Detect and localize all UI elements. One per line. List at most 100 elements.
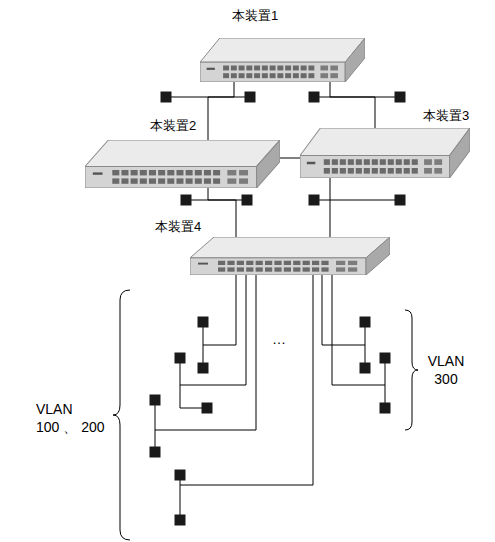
switch-port bbox=[303, 267, 310, 271]
switch-port bbox=[265, 267, 272, 271]
switch-port bbox=[227, 170, 236, 175]
switch-port bbox=[412, 168, 418, 174]
terminal bbox=[360, 363, 371, 374]
switch-port bbox=[239, 66, 245, 71]
switch-port bbox=[301, 66, 307, 71]
switch-device: 本装置4 bbox=[190, 237, 390, 275]
switch-port bbox=[285, 73, 291, 78]
switch-port bbox=[277, 73, 283, 78]
switch-port bbox=[336, 261, 345, 265]
switch-port bbox=[186, 170, 193, 175]
terminal bbox=[150, 395, 161, 406]
switch-port bbox=[274, 267, 281, 271]
switch-top bbox=[190, 237, 390, 258]
switch-port bbox=[364, 159, 370, 165]
switch-port bbox=[404, 159, 410, 165]
switch-side bbox=[366, 237, 390, 275]
host-bus bbox=[332, 275, 385, 408]
terminal bbox=[242, 195, 253, 206]
switch-port bbox=[320, 73, 328, 78]
switch-port bbox=[195, 178, 202, 183]
bracket bbox=[405, 310, 418, 430]
switch-port bbox=[364, 168, 370, 174]
switch-side bbox=[257, 140, 280, 188]
bus-line bbox=[314, 200, 400, 201]
terminal bbox=[395, 195, 406, 206]
switch-port bbox=[348, 168, 354, 174]
switch-port bbox=[285, 66, 291, 71]
switch-port bbox=[348, 267, 357, 271]
switch-side bbox=[450, 128, 470, 178]
terminal bbox=[309, 92, 320, 103]
switch-port bbox=[434, 159, 442, 165]
switch-port bbox=[321, 267, 328, 271]
terminal bbox=[175, 470, 186, 481]
switch-port bbox=[213, 178, 220, 183]
switch-port bbox=[121, 178, 128, 183]
switch-top bbox=[200, 38, 365, 62]
device-label: 本装置1 bbox=[232, 8, 278, 24]
host-bus bbox=[155, 275, 256, 452]
switch-port bbox=[396, 168, 402, 174]
switch-port bbox=[231, 66, 237, 71]
bus-line bbox=[166, 97, 250, 98]
switch-port bbox=[303, 261, 310, 265]
switch-port bbox=[270, 73, 276, 78]
switch-device: 本装置3 bbox=[300, 128, 470, 178]
switch-port bbox=[256, 267, 263, 271]
switch-port bbox=[348, 261, 357, 265]
switch-device: 本装置2 bbox=[85, 140, 280, 188]
switch-port bbox=[218, 261, 225, 265]
switch-port bbox=[293, 66, 299, 71]
switch-port bbox=[404, 168, 410, 174]
label-box: VLAN 100 、 200 bbox=[36, 400, 114, 436]
switch-port bbox=[324, 168, 330, 174]
switch-port bbox=[149, 178, 156, 183]
switch-port bbox=[340, 159, 346, 165]
switch-port bbox=[223, 73, 229, 78]
switch-illustration bbox=[300, 128, 470, 178]
switch-port bbox=[231, 73, 237, 78]
switch-port bbox=[237, 267, 244, 271]
switch-led bbox=[207, 68, 215, 70]
bus-line bbox=[186, 200, 247, 201]
switch-port bbox=[246, 267, 253, 271]
switch-port bbox=[140, 170, 147, 175]
switch-port bbox=[284, 267, 291, 271]
switch-port bbox=[312, 267, 319, 271]
device-label: 本装置2 bbox=[150, 118, 196, 134]
switch-port bbox=[223, 66, 229, 71]
switch-port bbox=[131, 178, 138, 183]
switch-port bbox=[324, 159, 330, 165]
switch-port bbox=[167, 170, 174, 175]
switch-port bbox=[158, 178, 165, 183]
switch-front bbox=[200, 62, 345, 82]
switch-port bbox=[293, 73, 299, 78]
switch-top bbox=[85, 140, 280, 166]
switch-port bbox=[167, 178, 174, 183]
switch-port bbox=[112, 178, 119, 183]
device-label: 本装置4 bbox=[155, 219, 201, 235]
switch-port bbox=[256, 261, 263, 265]
switch-port bbox=[227, 261, 234, 265]
switch-front bbox=[300, 156, 450, 179]
connector-line bbox=[208, 188, 236, 237]
switch-port bbox=[227, 267, 234, 271]
switch-port bbox=[388, 159, 394, 165]
terminal bbox=[309, 195, 320, 206]
device-label: 本装置3 bbox=[423, 108, 469, 124]
connector-line bbox=[280, 158, 300, 159]
switch-port bbox=[380, 159, 386, 165]
switch-port bbox=[204, 178, 211, 183]
switch-port bbox=[121, 170, 128, 175]
switch-port bbox=[308, 66, 314, 71]
vlan-label: … bbox=[272, 330, 286, 348]
switch-port bbox=[176, 170, 183, 175]
switch-port bbox=[340, 168, 346, 174]
terminal bbox=[198, 317, 209, 328]
switch-port bbox=[254, 66, 260, 71]
switch-front bbox=[85, 166, 257, 188]
switch-port bbox=[277, 66, 283, 71]
switch-top bbox=[300, 128, 470, 156]
switch-port bbox=[149, 170, 156, 175]
